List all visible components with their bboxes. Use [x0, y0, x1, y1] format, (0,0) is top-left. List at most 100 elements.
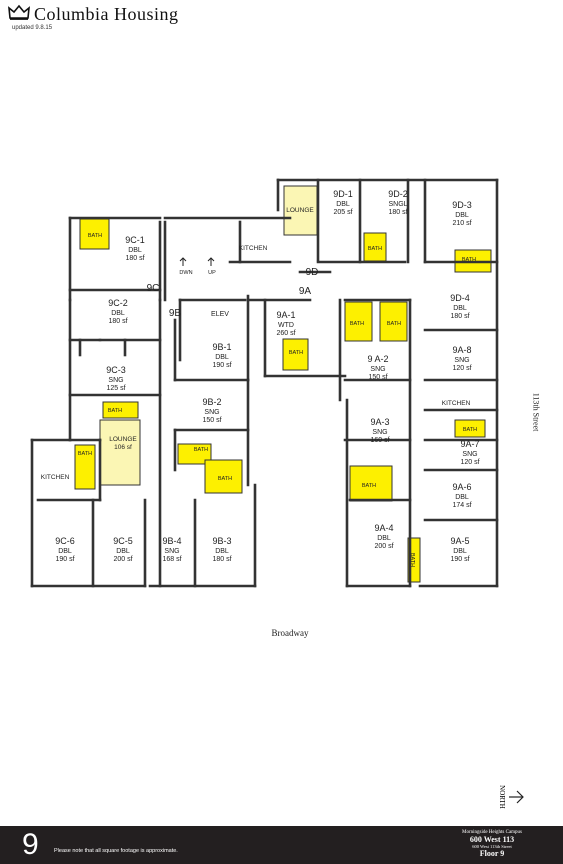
bath-label-9a1-b: BATH	[350, 321, 364, 327]
room-area-9d4: 180 sf	[450, 313, 469, 320]
kitchen-label-9a: KITCHEN	[442, 400, 471, 407]
room-id-9a8: 9A-8	[452, 345, 471, 355]
room-id-9c6: 9C-6	[55, 536, 75, 546]
updated-date: updated 9.8.15	[12, 25, 53, 31]
room-area-9b2: 150 sf	[202, 417, 221, 424]
bath-label-9d3: BATH	[462, 257, 476, 263]
bath-9c3	[102, 401, 139, 419]
bath-label-9b-a: BATH	[194, 447, 208, 453]
room-id-9a1: 9A-1	[276, 310, 295, 320]
lounge-fill-lounge_top	[283, 185, 318, 236]
lounge-fill-lounge_left	[99, 419, 141, 486]
room-type-9a2: SNG	[370, 366, 385, 373]
building-name: 600 West 113	[469, 835, 515, 844]
room-area-9c1: 180 sf	[125, 255, 144, 262]
room-area-9a5: 190 sf	[450, 556, 469, 563]
room-id-9a3: 9A-3	[370, 417, 389, 427]
bath-label-9c1: BATH	[88, 233, 102, 239]
bath-9a2	[379, 301, 408, 342]
room-id-9c1: 9C-1	[125, 235, 145, 245]
room-type-9a5: DBL	[453, 548, 467, 555]
room-area-9a4: 200 sf	[374, 543, 393, 550]
room-type-9c6: DBL	[58, 548, 72, 555]
street-label-east: 113th Street	[531, 392, 541, 432]
room-type-9b4: SNG	[164, 548, 179, 555]
room-type-9d4: DBL	[453, 305, 467, 312]
room-type-9a7: SNG	[462, 451, 477, 458]
room-id-9a5: 9A-5	[450, 536, 469, 546]
room-type-9a3: SNG	[372, 429, 387, 436]
bath-label-9a1: BATH	[289, 350, 303, 356]
room-id-9d2: 9D-2	[388, 189, 408, 199]
room-id-9b3: 9B-3	[212, 536, 231, 546]
bath-9b-a	[177, 443, 212, 465]
room-area-9a3: 160 sf	[370, 437, 389, 444]
room-type-9a4: DBL	[377, 535, 391, 542]
room-area-9c5: 200 sf	[113, 556, 132, 563]
room-type-9c5: DBL	[116, 548, 130, 555]
room-id-9d1: 9D-1	[333, 189, 353, 199]
campus-info: Morningside Heights Campus 600 West 113 …	[447, 830, 537, 858]
bath-9a1-b	[344, 301, 373, 342]
room-id-9a4: 9A-4	[374, 523, 393, 533]
room-area-9a7: 120 sf	[460, 459, 479, 466]
room-area-9d2: 180 sf	[388, 209, 407, 216]
corridor-label-9d: 9D	[306, 267, 319, 278]
corridor-label-9a: 9A	[299, 286, 312, 297]
bath-label-9a7: BATH	[463, 427, 477, 433]
room-type-9d1: DBL	[336, 201, 350, 208]
bath-9a7	[454, 419, 486, 438]
bath-label-9c3: BATH	[108, 408, 122, 414]
room-type-9a8: SNG	[454, 357, 469, 364]
stair-up-arrow-icon	[207, 257, 215, 266]
bath-label-9c6: BATH	[78, 451, 92, 457]
room-type-9d2: SNGL	[388, 201, 407, 208]
room-type-9a1: WTD	[278, 322, 294, 329]
elevator-label: ELEV	[211, 311, 229, 318]
street-label-south: Broadway	[271, 628, 309, 638]
bath-label-9a4: BATH	[409, 553, 415, 567]
room-id-9b4: 9B-4	[162, 536, 181, 546]
room-type-9b3: DBL	[215, 548, 229, 555]
brand-title: Columbia Housing	[34, 4, 179, 24]
bath-9c6	[74, 444, 96, 490]
corridor-label-9c: 9C	[147, 283, 160, 294]
room-area-9a1: 260 sf	[276, 330, 295, 337]
room-type-9c2: DBL	[111, 310, 125, 317]
building-address: 600 West 113th Street	[472, 844, 512, 849]
bath-label-9a3: BATH	[362, 483, 376, 489]
room-type-9c1: DBL	[128, 247, 142, 254]
room-id-9d4: 9D-4	[450, 293, 470, 303]
kitchen-label-9c: KITCHEN	[41, 474, 70, 481]
room-id-9b2: 9B-2	[202, 397, 221, 407]
room-id-9d3: 9D-3	[452, 200, 472, 210]
room-id-9a6: 9A-6	[452, 482, 471, 492]
bath-label-9b-b: BATH	[218, 476, 232, 482]
footage-note: Please note that all square footage is a…	[54, 848, 178, 854]
room-area-9c2: 180 sf	[108, 318, 127, 325]
room-type-9d3: DBL	[455, 212, 469, 219]
room-area-9c3: 125 sf	[106, 385, 125, 392]
corridor-label-9b: 9B	[169, 308, 182, 319]
stair-down-arrow-icon	[179, 257, 187, 266]
room-area-9d3: 210 sf	[452, 220, 471, 227]
room-area-9b3: 180 sf	[212, 556, 231, 563]
room-id-9b1: 9B-1	[212, 342, 231, 352]
lounge-label-lounge_top: LOUNGE	[286, 207, 314, 214]
room-type-9b2: SNG	[204, 409, 219, 416]
room-id-9a2: 9 A-2	[367, 354, 388, 364]
floor-label: Floor 9	[479, 849, 505, 858]
bath-label-9a2: BATH	[387, 321, 401, 327]
room-area-9a8: 120 sf	[452, 365, 471, 372]
room-area-9a6: 174 sf	[452, 502, 471, 509]
north-indicator: NORTH	[497, 783, 529, 811]
lounge-label-lounge_left: LOUNGE	[109, 436, 137, 443]
room-id-9c5: 9C-5	[113, 536, 133, 546]
room-id-9a7: 9A-7	[460, 439, 479, 449]
room-area-9d1: 205 sf	[333, 209, 352, 216]
room-type-9c3: SNG	[108, 377, 123, 384]
kitchen-label-stair: KITCHEN	[239, 245, 268, 252]
bath-9b-b	[204, 459, 243, 494]
floor-number: 9	[22, 828, 39, 861]
footer: 9 Please note that all square footage is…	[0, 826, 563, 864]
